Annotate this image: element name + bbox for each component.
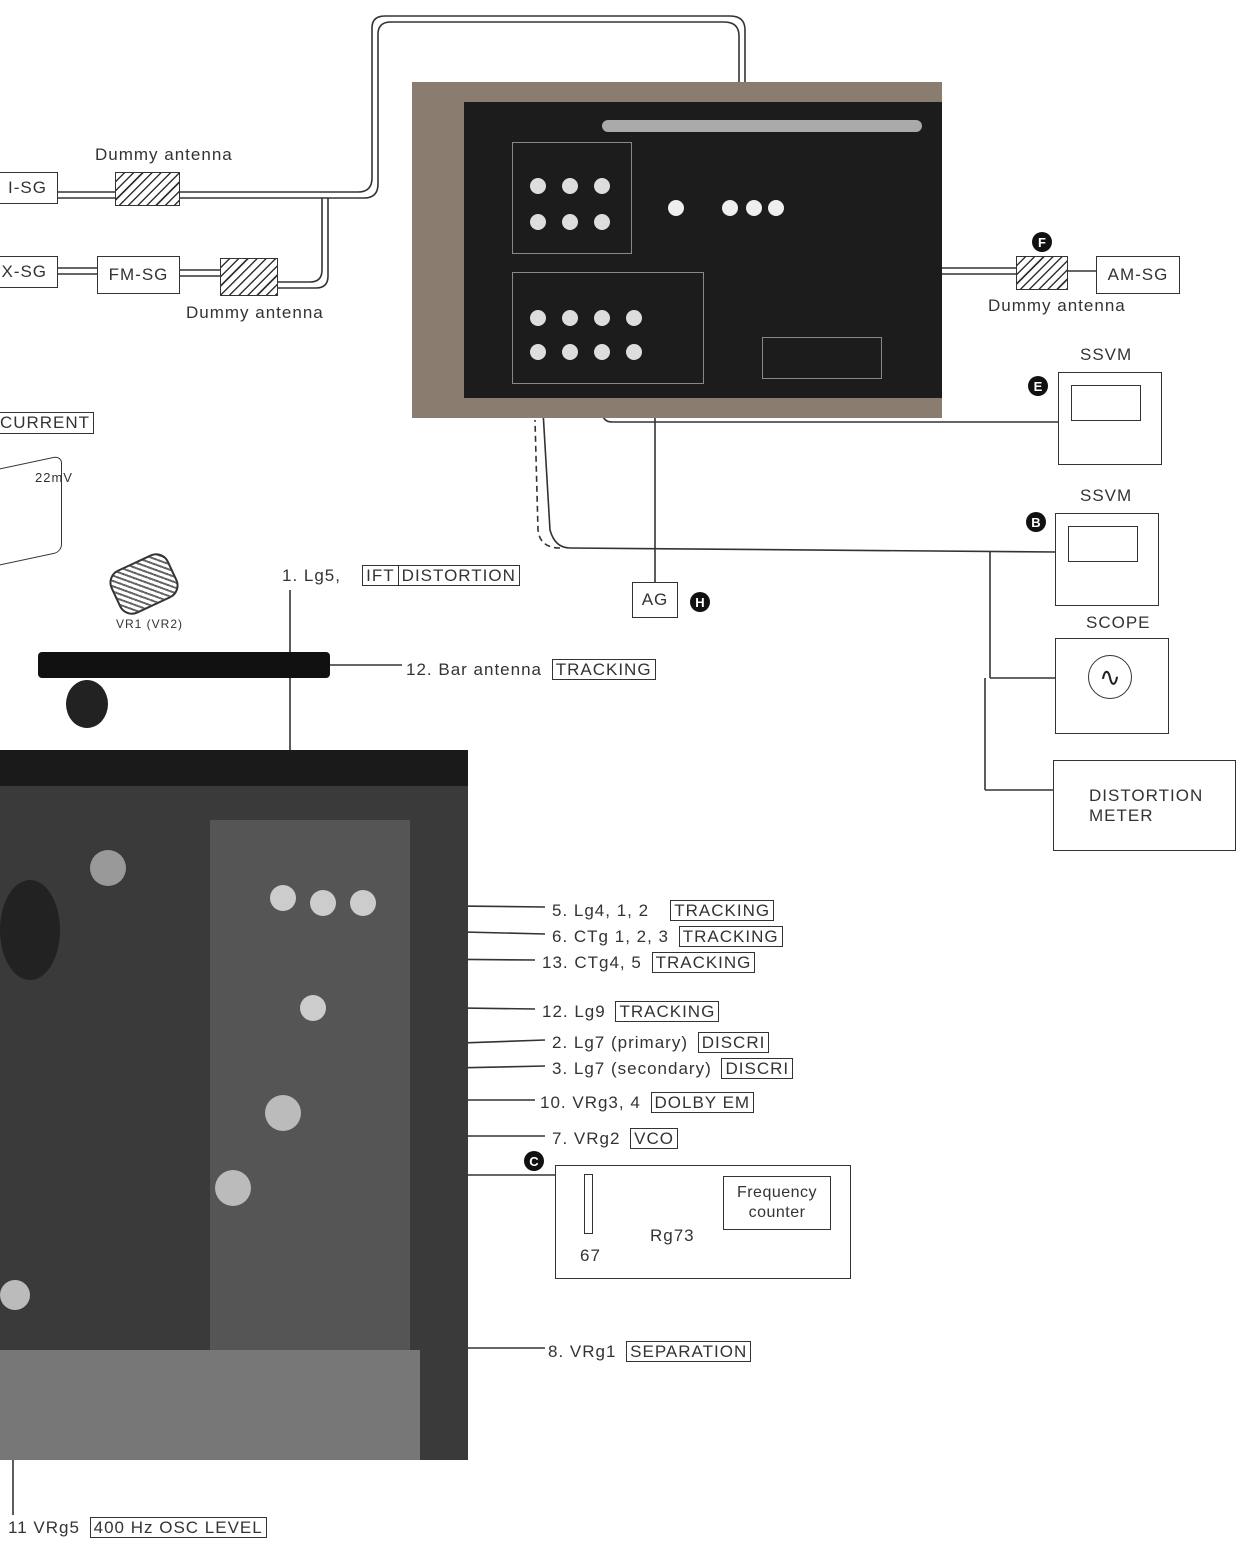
dummy-antenna-3: [1016, 256, 1068, 290]
antenna-mount: [66, 680, 108, 728]
callout-ctg123: 6. CTg 1, 2, 3 TRACKING: [552, 926, 783, 947]
tag-discri-1: DISCRI: [697, 1032, 770, 1053]
ssvm-meter-2: [1055, 513, 1159, 606]
callout-ctg45: 13. CTg4, 5 TRACKING: [542, 952, 756, 973]
am-sg-left-box: I-SG: [0, 172, 58, 204]
tag-dolby-em: DOLBY EM: [650, 1092, 755, 1113]
scope-box: ∿: [1055, 638, 1169, 734]
chassis-photo: [0, 750, 468, 1460]
ag-box: AG: [632, 582, 678, 618]
ssvm-meter-1: [1058, 372, 1162, 465]
callout-lg7-secondary: 3. Lg7 (secondary) DISCRI: [552, 1058, 794, 1079]
tag-tracking-1: TRACKING: [551, 659, 656, 680]
callout-lg9: 12. Lg9 TRACKING: [542, 1001, 720, 1022]
marker-h: H: [690, 592, 710, 612]
am-sg-box: AM-SG: [1096, 256, 1180, 294]
bar-antenna: [38, 652, 330, 678]
fm-sg-box: FM-SG: [97, 256, 180, 294]
tag-tracking-3: TRACKING: [678, 926, 783, 947]
vr-label: VR1 (VR2): [116, 617, 184, 631]
marker-c: C: [524, 1151, 544, 1171]
ssvm-2-label: SSVM: [1080, 486, 1133, 505]
tag-tracking-2: TRACKING: [670, 900, 775, 921]
tag-tracking-5: TRACKING: [615, 1001, 720, 1022]
distortion-meter-label: DISTORTION METER: [1089, 785, 1204, 825]
marker-b: B: [1026, 512, 1046, 532]
rear-panel-photo: [412, 82, 942, 418]
tag-vco: VCO: [630, 1128, 679, 1149]
callout-lg7-primary: 2. Lg7 (primary) DISCRI: [552, 1032, 770, 1053]
marker-e: E: [1028, 376, 1048, 396]
mpx-sg-box: X-SG: [0, 256, 58, 288]
connector-strip: [584, 1174, 593, 1234]
pin-67-label: 67: [580, 1246, 601, 1265]
frequency-counter-box: Frequency counter: [723, 1176, 831, 1230]
callout-bar-antenna: 12. Bar antenna TRACKING: [406, 659, 656, 680]
callout-vrg34: 10. VRg3, 4 DOLBY EM: [540, 1092, 755, 1113]
sine-wave-icon: ∿: [1088, 655, 1132, 699]
callout-vrg5: 11 VRg5 400 Hz OSC LEVEL: [8, 1517, 267, 1538]
dummy-antenna-2-label: Dummy antenna: [186, 303, 324, 322]
dummy-antenna-1: [115, 172, 180, 206]
voltage-label: 22mV: [35, 470, 73, 485]
rg73-label: Rg73: [650, 1226, 695, 1245]
tag-ift: IFT: [362, 565, 399, 586]
tag-distortion: DISTORTION: [398, 565, 520, 586]
dummy-antenna-1-label: Dummy antenna: [95, 145, 233, 164]
ssvm-1-label: SSVM: [1080, 345, 1133, 364]
distortion-meter-box: DISTORTION METER: [1053, 760, 1236, 851]
tag-tracking-4: TRACKING: [651, 952, 756, 973]
callout-lg4: 5. Lg4, 1, 2 TRACKING: [552, 900, 775, 921]
tag-separation: SEPARATION: [626, 1341, 752, 1362]
current-label: CURRENT: [0, 412, 94, 434]
frequency-counter-inset: Frequency counter Rg73 67: [555, 1165, 851, 1279]
callout-vrg1: 8. VRg1 SEPARATION: [548, 1341, 752, 1362]
dummy-antenna-2: [220, 258, 278, 296]
tag-osc-level: 400 Hz OSC LEVEL: [89, 1517, 267, 1538]
tag-discri-2: DISCRI: [721, 1058, 794, 1079]
marker-f: F: [1032, 232, 1052, 252]
dummy-antenna-3-label: Dummy antenna: [988, 296, 1126, 315]
scope-label: SCOPE: [1086, 613, 1151, 632]
callout-vrg2: 7. VRg2 VCO: [552, 1128, 679, 1149]
